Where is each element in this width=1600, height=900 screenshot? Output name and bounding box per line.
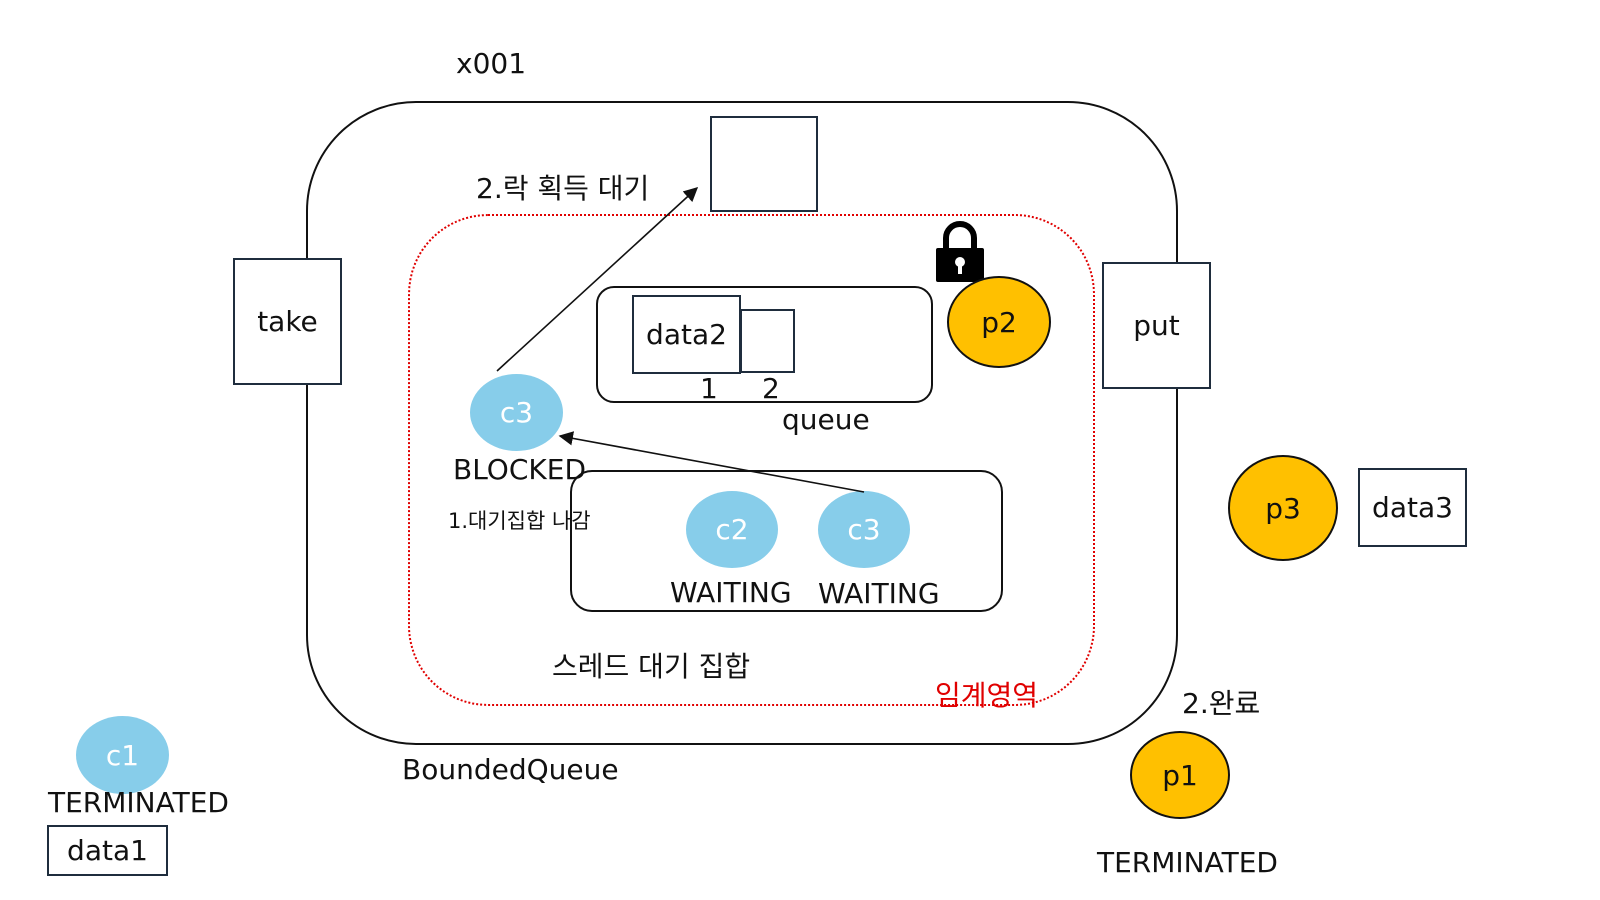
thread-c3-waiting: c3 — [818, 491, 910, 568]
queue-container — [596, 286, 933, 403]
critical-section-label: 임계영역 — [935, 679, 1039, 712]
step-wait-for-lock: 2.락 획득 대기 — [476, 172, 650, 205]
object-id-label: x001 — [456, 47, 527, 80]
lock-wait-box — [710, 116, 818, 212]
wait-set-label: 스레드 대기 집합 — [552, 650, 751, 683]
data3-box: data3 — [1358, 468, 1467, 547]
thread-p1: p1 — [1130, 731, 1230, 819]
arrow-waitset-to-blocked — [558, 431, 865, 493]
queue-slot-2 — [740, 309, 795, 373]
class-name-label: BoundedQueue — [402, 753, 619, 786]
queue-index-1: 1 — [700, 372, 718, 405]
thread-c2-waiting: c2 — [686, 491, 778, 568]
critical-section-region — [408, 214, 1095, 706]
arrow-blocked-to-lock-wait — [496, 187, 699, 372]
thread-p2: p2 — [947, 276, 1051, 368]
thread-c3-blocked: c3 — [470, 374, 563, 451]
thread-c1-state: TERMINATED — [48, 786, 229, 819]
take-method-box: take — [233, 258, 342, 385]
thread-c2-state: WAITING — [670, 576, 792, 609]
queue-index-2: 2 — [762, 372, 780, 405]
thread-p3: p3 — [1228, 455, 1338, 561]
bounded-queue-container — [306, 101, 1178, 745]
queue-slot-1: data2 — [632, 295, 741, 374]
thread-c3-blocked-state: BLOCKED — [453, 453, 587, 486]
lock-icon — [934, 220, 986, 284]
data1-box: data1 — [47, 825, 168, 876]
wait-set-container — [570, 470, 1003, 612]
queue-label: queue — [782, 403, 870, 436]
thread-p1-state: TERMINATED — [1097, 846, 1278, 879]
step-leave-wait-set: 1.대기집합 나감 — [448, 509, 591, 533]
put-method-box: put — [1102, 262, 1211, 389]
thread-c3-waiting-state: WAITING — [818, 577, 940, 610]
step-done: 2.완료 — [1182, 687, 1261, 720]
thread-c1: c1 — [76, 716, 169, 794]
